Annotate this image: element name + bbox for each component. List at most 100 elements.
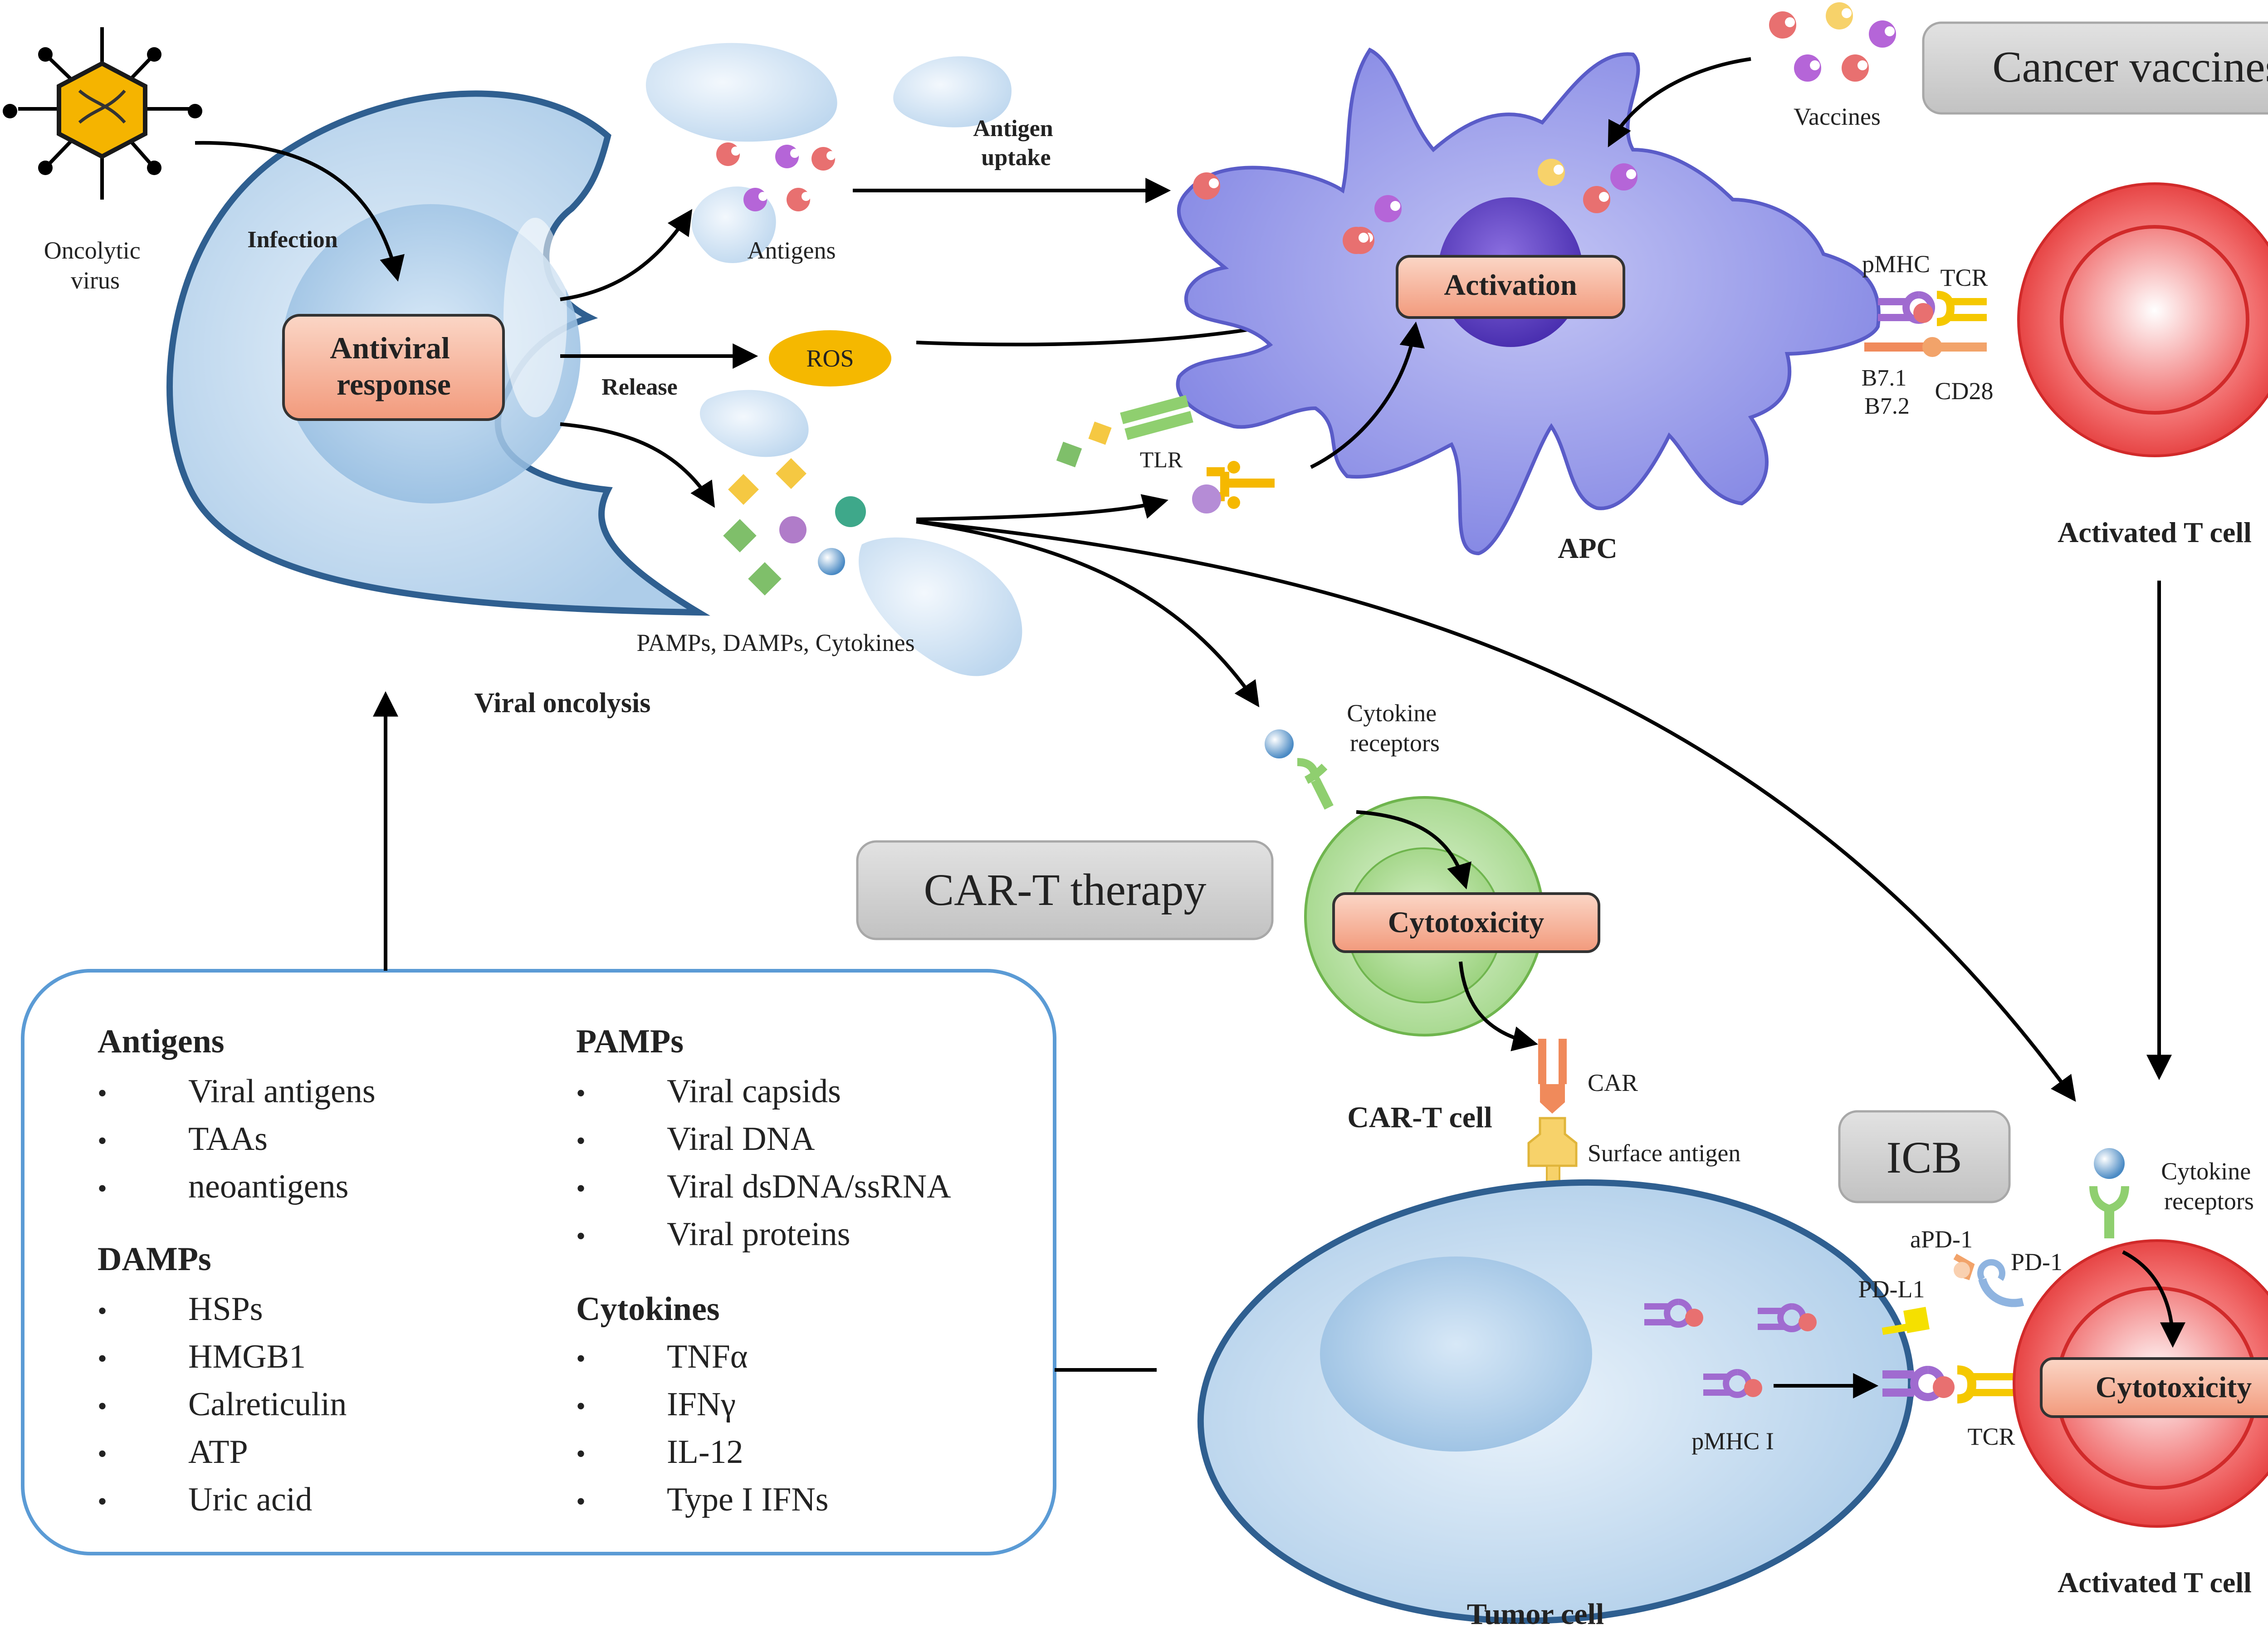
legend-item: Viral dsDNA/ssRNA — [667, 1168, 951, 1205]
vaccine-particles — [1769, 2, 1896, 82]
bullet: • — [576, 1486, 586, 1516]
apd1-label: aPD-1 — [1910, 1226, 1973, 1253]
antigens-label: Antigens — [748, 237, 836, 264]
legend-item: ATP — [188, 1433, 248, 1471]
cytokine-receptor-cart — [1265, 729, 1334, 810]
bullet: • — [576, 1221, 586, 1251]
cd28-label: CD28 — [1935, 377, 1993, 405]
apc-label: APC — [1558, 532, 1618, 564]
surface-antigen-label: Surface antigen — [1588, 1139, 1740, 1167]
pd1-label: PD-1 — [2011, 1248, 2063, 1276]
svg-text:ROS: ROS — [806, 345, 854, 372]
activated-t-cell-bottom-label: Activated T cell — [2058, 1566, 2252, 1599]
legend-item: neoantigens — [188, 1168, 348, 1205]
legend-pamps-title: PAMPs — [576, 1023, 684, 1060]
activation-box: Activation — [1396, 255, 1625, 319]
pamps-damps-cytokines-cluster — [723, 458, 866, 596]
activated-t-cell-top-label: Activated T cell — [2058, 516, 2252, 548]
to-activated-t-arrow — [916, 520, 2076, 1102]
svg-text:Cancer vaccines: Cancer vaccines — [1992, 43, 2268, 92]
tlr-label: TLR — [1140, 447, 1183, 472]
to-cart-arrow — [916, 520, 1260, 708]
legend-right-column: PAMPs • Viral capsids • Viral DNA • Vira… — [576, 1023, 951, 1518]
bullet: • — [576, 1078, 586, 1108]
pamps-release-arrow — [560, 422, 715, 508]
antigen-uptake-label: Antigen uptake — [973, 116, 1059, 171]
ros-badge: ROS — [769, 330, 891, 386]
infection-arrow — [195, 141, 405, 282]
t-internal-arrow — [2122, 1250, 2185, 1348]
pamps-damps-cytokines-label: PAMPs, DAMPs, Cytokines — [636, 629, 914, 656]
tcr-top-label: TCR — [1940, 264, 1988, 291]
cytotoxicity-box-t: Cytotoxicity — [2040, 1357, 2268, 1418]
pmhc-i-label: pMHC I — [1691, 1428, 1774, 1455]
top-synapse — [1864, 291, 1987, 357]
legend-item: IFNγ — [667, 1386, 736, 1423]
car-surface-antigen — [1527, 1039, 1578, 1194]
bullet: • — [98, 1296, 107, 1326]
icb-synapse — [1882, 1253, 2024, 1403]
legend-item: HMGB1 — [188, 1338, 306, 1375]
car-t-cell-label: CAR-T cell — [1347, 1101, 1492, 1134]
svg-text:Antiviral response: Antiviral response — [330, 331, 457, 401]
b7-label: B7.1 B7.2 — [1862, 365, 1913, 419]
vaccines-arrow — [1608, 57, 1751, 147]
legend-damps-title: DAMPs — [98, 1241, 211, 1278]
bullet: • — [98, 1391, 107, 1421]
cart-internal-arrow-2 — [1459, 961, 1538, 1051]
antiviral-response-box: Antiviral response — [282, 314, 505, 421]
bullet: • — [576, 1344, 586, 1374]
oncolytic-virus-label: Oncolytic virus — [44, 237, 147, 294]
bullet: • — [98, 1486, 107, 1516]
tlr-to-activation-arrow — [1310, 321, 1425, 469]
viral-oncolysis-label: Viral oncolysis — [474, 688, 651, 719]
activated-t-cell-top — [2017, 182, 2268, 457]
apc-antigens — [1193, 159, 1637, 254]
tcr-bottom-label: TCR — [1967, 1423, 2015, 1450]
bullet: • — [98, 1078, 107, 1108]
legend-panel — [21, 969, 1056, 1555]
to-tlr-arrow — [916, 494, 1168, 521]
svg-text:Cytotoxicity: Cytotoxicity — [1388, 906, 1545, 939]
cart-internal-arrow-1 — [1356, 810, 1471, 890]
pmhc-i-molecules — [1644, 1299, 1817, 1398]
legend-item: Viral proteins — [667, 1216, 850, 1253]
legend-item: Type I IFNs — [667, 1481, 829, 1518]
legend-item: IL-12 — [667, 1433, 743, 1471]
icb-box: ICB — [1838, 1110, 2011, 1203]
legend-antigens-title: Antigens — [98, 1023, 225, 1060]
release-label: Release — [601, 374, 677, 400]
cytotoxicity-box-cart: Cytotoxicity — [1332, 892, 1600, 953]
legend-cytokines-title: Cytokines — [576, 1291, 720, 1328]
car-label: CAR — [1588, 1069, 1638, 1096]
bullet: • — [576, 1391, 586, 1421]
cytokine-receptor-t — [2089, 1148, 2129, 1238]
bullet: • — [576, 1439, 586, 1469]
legend-item: TAAs — [188, 1120, 268, 1158]
svg-text:Activation: Activation — [1444, 269, 1577, 302]
cancer-vaccines-box: Cancer vaccines — [1922, 21, 2268, 115]
bullet: • — [98, 1439, 107, 1469]
svg-text:Cytotoxicity: Cytotoxicity — [2096, 1371, 2252, 1404]
car-t-therapy-box: CAR-T therapy — [856, 840, 1274, 940]
antigen-release-arrow — [560, 209, 693, 301]
vaccines-label: Vaccines — [1794, 103, 1881, 130]
tumor-cell-label: Tumor cell — [1467, 1598, 1604, 1628]
antigen-cluster — [716, 142, 836, 211]
legend-item: Uric acid — [188, 1481, 312, 1518]
legend-item: TNFα — [667, 1338, 748, 1375]
legend-item: Viral antigens — [188, 1073, 376, 1110]
cytokine-receptors-t-label: Cytokine receptors — [2161, 1158, 2257, 1215]
pmhc-label: pMHC — [1862, 250, 1930, 278]
bullet: • — [98, 1126, 107, 1156]
legend-item: Viral capsids — [667, 1073, 841, 1110]
tlr-receptor — [1056, 395, 1275, 513]
oncolytic-virus-icon — [3, 27, 202, 200]
infection-label: Infection — [247, 227, 337, 253]
legend-item: HSPs — [188, 1291, 263, 1328]
svg-text:ICB: ICB — [1887, 1132, 1962, 1183]
bullet: • — [576, 1173, 586, 1203]
legend-item: Viral DNA — [667, 1120, 815, 1158]
tumor-cell — [1197, 1179, 1915, 1624]
